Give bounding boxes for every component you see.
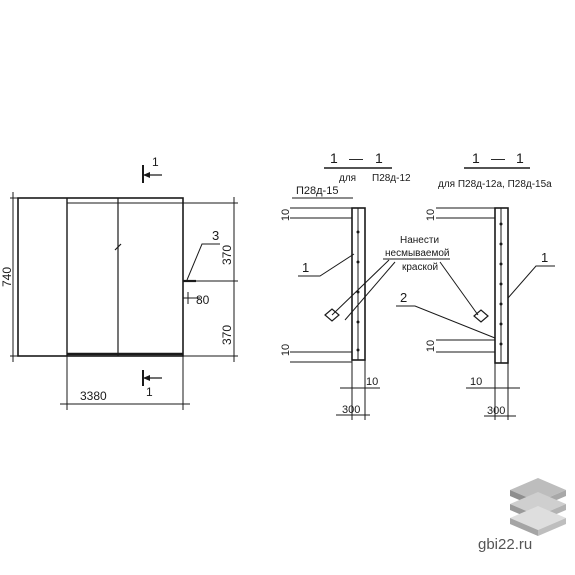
section-left-title-left: 1	[330, 150, 338, 166]
section-right-title-dash: —	[491, 150, 505, 166]
section-right-dim-base: 10	[470, 376, 482, 388]
note-leaders	[331, 259, 479, 321]
dim-ledge: 80	[196, 293, 210, 307]
section-right-dim-side: 10	[425, 340, 437, 352]
section-left-callout-1-leader	[298, 253, 355, 277]
watermark-logo-icon	[510, 478, 566, 536]
section-right-callout-1-leader	[507, 265, 555, 299]
section-left: 1 — 1 для П28д-12 П28д-15 10 10 10 300 1	[280, 150, 411, 420]
section-right-callout-1: 1	[541, 250, 548, 265]
section-right-mark-diamond	[473, 309, 489, 323]
section-left-title-right: 1	[375, 150, 383, 166]
section-right-title-right: 1	[516, 150, 524, 166]
section-cut-bottom-arrowhead	[143, 375, 150, 381]
dim-height: 740	[0, 267, 14, 287]
section-left-callout-1: 1	[302, 260, 309, 275]
note-line-2: несмываемой	[385, 248, 450, 259]
note-line-3: краской	[402, 262, 438, 273]
section-left-type2: П28д-15	[296, 185, 338, 197]
section-left-subtitle-for: для	[339, 173, 356, 184]
section-left-dim-bottom: 10	[280, 344, 292, 356]
section-left-mark-diamond	[324, 308, 340, 322]
section-cut-top-arrowhead	[143, 172, 150, 178]
dim-lower: 370	[220, 325, 234, 345]
section-right: 1 — 1 для П28д-12а, П28д-15а 10 10 10 30…	[396, 150, 555, 420]
dim-upper: 370	[220, 245, 234, 265]
note: Нанести несмываемой краской	[383, 235, 450, 273]
callout-3: 3	[212, 228, 219, 243]
section-left-dim-base: 10	[366, 376, 378, 388]
section-mark-top: 1	[152, 155, 159, 169]
section-right-subtitle: для П28д-12а, П28д-15а	[438, 179, 552, 190]
section-right-callout-2: 2	[400, 290, 407, 305]
plan-view: 1 1 740 3380 370 370 80 3	[0, 155, 238, 410]
section-right-title-left: 1	[472, 150, 480, 166]
dim-width: 3380	[80, 389, 107, 403]
watermark-text: gbi22.ru	[478, 536, 533, 553]
break-mark	[114, 243, 122, 251]
section-left-dim-top: 10	[280, 209, 292, 221]
callout-3-leader	[186, 243, 220, 281]
section-right-dim-top: 10	[425, 209, 437, 221]
note-line-1: Нанести	[400, 235, 439, 246]
section-left-dim-width: 300	[342, 404, 360, 416]
section-right-callout-2-leader	[396, 305, 496, 339]
section-right-rebar-dots	[499, 222, 503, 346]
section-left-subtitle-type: П28д-12	[372, 173, 411, 184]
section-left-title-dash: —	[349, 150, 363, 166]
slab-outline	[17, 197, 184, 357]
section-right-dim-width: 300	[487, 405, 505, 417]
section-mark-bottom: 1	[146, 385, 153, 399]
